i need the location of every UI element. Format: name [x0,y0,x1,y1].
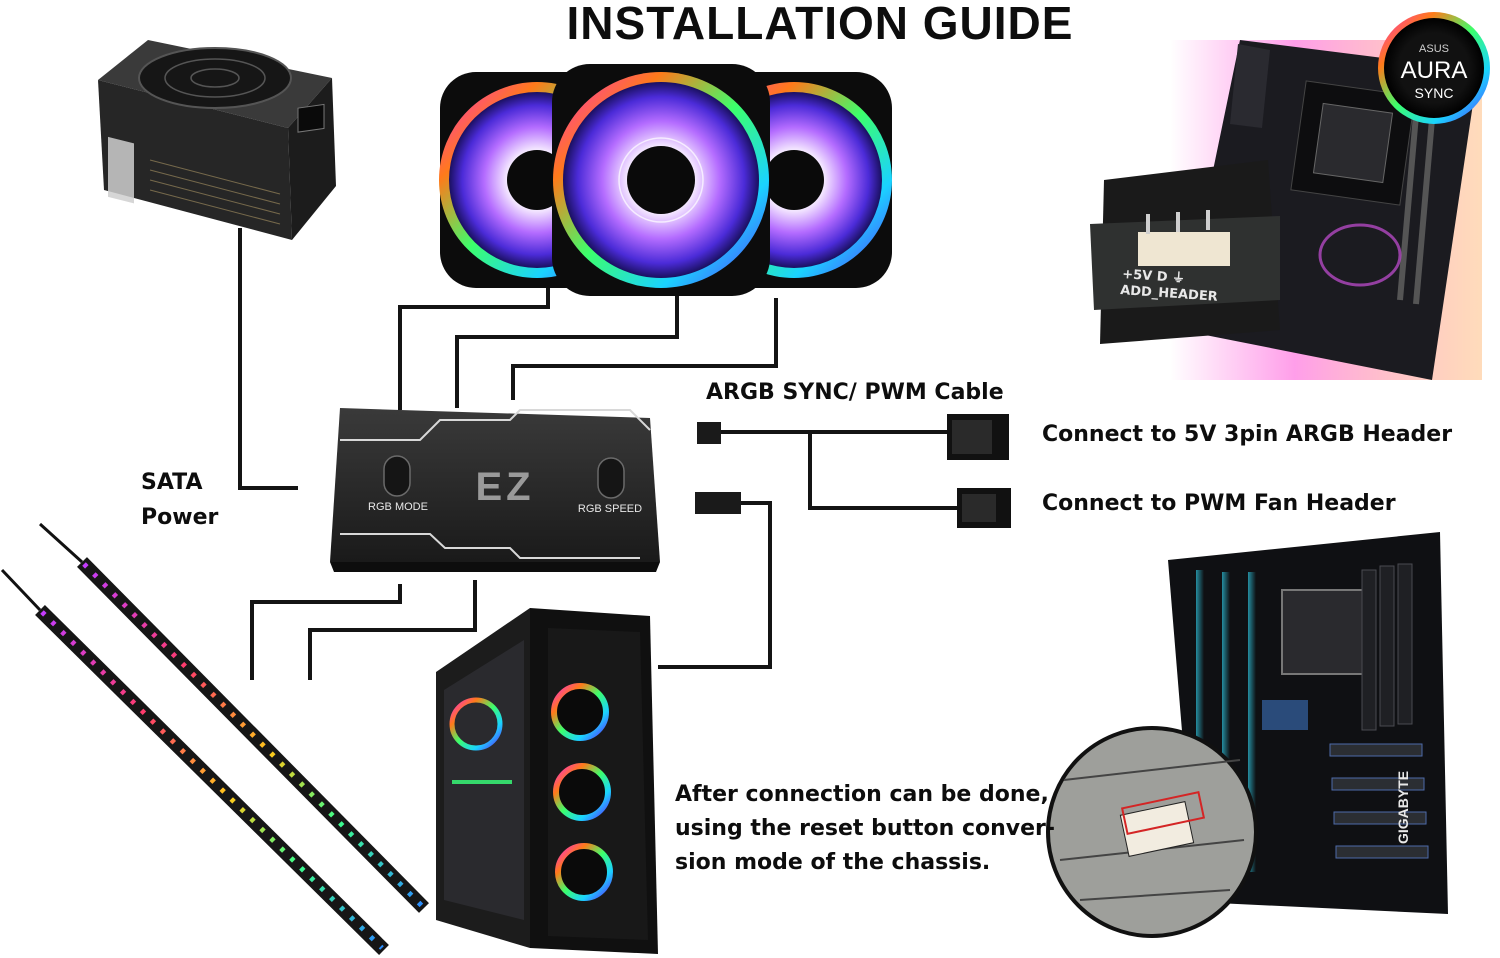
argb-cable-connectors [695,414,1011,528]
case-front-fan-1 [551,683,609,741]
sata-power-label: SATA Power [141,465,218,535]
aura-brand: ASUS [1419,43,1449,55]
rgb-controller-hub: EZ RGB MODE RGB SPEED [330,408,660,572]
pwm-header-pins [1119,801,1195,857]
psu-fan-grille [138,47,292,109]
connect-pwm-label: Connect to PWM Fan Header [1042,491,1396,516]
argb-cable-label: ARGB SYNC/ PWM Cable [706,380,1004,405]
argb-header-closeup: +5V D ⏚ ADD_HEADER [1090,160,1280,344]
pc-case [436,608,658,954]
pwm-branch-wire [808,432,960,510]
case-wire [658,501,772,669]
pwm-port [695,492,741,514]
sata-label-line-2: Power [141,505,219,530]
psu-power-socket [297,103,325,133]
page-title: INSTALLATION GUIDE [566,0,1074,49]
case-side-fan [449,697,503,751]
power-supply-unit [98,40,336,240]
led-strips [0,522,429,955]
rgb-fans [439,64,892,296]
motherboard-gigabyte: GIGABYTE [1046,532,1448,938]
hub-logo: EZ [475,465,534,509]
rgb-mode-button[interactable] [383,455,411,497]
sata-power-wire [238,228,298,490]
sata-label-line-1: SATA [141,470,203,495]
aura-sync-badge: ASUS AURA SYNC [1378,12,1490,124]
fan-2-wire [455,288,679,408]
argb-header-pins [1138,232,1230,266]
note-line-1: After connection can be done, [675,782,1049,807]
note-line-3: sion mode of the chassis. [675,850,991,875]
fan-center [552,64,770,296]
hub-side-connector [697,422,721,444]
connect-5v-label: Connect to 5V 3pin ARGB Header [1042,422,1453,447]
aura-line-2: SYNC [1415,85,1454,101]
rgb-speed-label: RGB SPEED [578,503,642,515]
led-strip-2-cable [0,568,42,612]
rgb-speed-button[interactable] [597,457,625,499]
strip-2-wire [308,580,477,680]
case-front-fan-2 [553,763,611,821]
case-front-fan-3 [555,843,613,901]
wiring [238,228,960,680]
fan-3-wire [511,298,778,400]
rgb-mode-label: RGB MODE [368,501,428,513]
aura-line-1: AURA [1401,57,1468,84]
note-line-2: using the reset button conver- [675,816,1056,841]
header-name-label: ADD_HEADER [1120,283,1218,305]
gigabyte-brand: GIGABYTE [1395,771,1411,844]
led-strip-1-cable [38,522,84,564]
header-pin-labels: +5V D ⏚ [1122,267,1186,286]
motherboard-asus: +5V D ⏚ ADD_HEADER ASUS AURA SYNC [1090,12,1490,380]
pwm-header-closeup [1046,726,1258,938]
strip-1-wire [250,584,402,680]
reset-note: After connection can be done, using the … [675,778,1055,880]
fan-1-wire [398,288,550,410]
